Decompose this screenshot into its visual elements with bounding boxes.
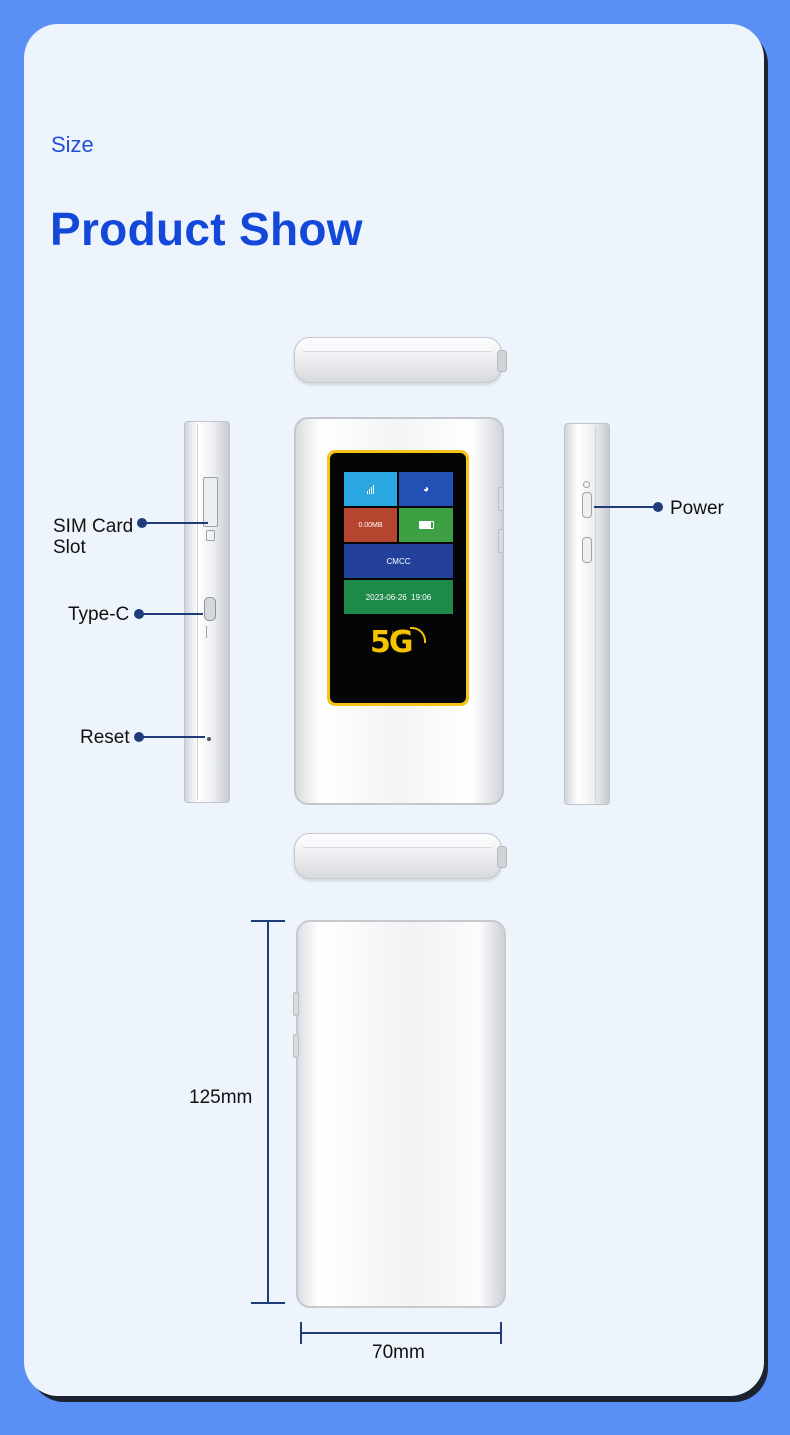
sim-label-line2: Slot (53, 537, 86, 558)
product-card: Size Product Show (24, 24, 764, 1396)
height-dim-line (267, 920, 269, 1304)
screen-frame: ◕ 0.00MB CMCC 2023-06-26 19:06 5G MEEFI (327, 450, 469, 706)
type-c-label: Type-C (68, 604, 130, 625)
datetime-tile: 2023-06-26 19:06 (344, 580, 453, 614)
device-front-view: ◕ 0.00MB CMCC 2023-06-26 19:06 5G MEEFI (294, 417, 504, 805)
page-title: Product Show (50, 203, 363, 255)
usb-icon (206, 626, 213, 638)
sim-card-slot-label: SIM Card Slot (53, 516, 133, 558)
signal-icon (367, 484, 374, 494)
back-side-button-lower (293, 1034, 299, 1058)
brand-label: MEEFI (392, 631, 408, 637)
width-dimension-label: 70mm (372, 1342, 425, 1363)
reset-callout-line (139, 736, 205, 738)
operator-name: CMCC (386, 556, 411, 566)
usb-c-port (204, 597, 216, 621)
signal-tile (344, 472, 397, 506)
power-button (582, 492, 592, 518)
device-bottom-view (294, 833, 507, 879)
data-usage-tile: 0.00MB (344, 508, 397, 542)
sim-label-line1: SIM Card (53, 516, 134, 537)
reset-label: Reset (80, 727, 130, 748)
height-dimension-label: 125mm (189, 1087, 253, 1108)
secondary-button (582, 537, 592, 563)
side-button-lower (498, 529, 504, 553)
device-screen: ◕ 0.00MB CMCC 2023-06-26 19:06 5G MEEFI (330, 453, 466, 703)
wifi-tile: ◕ (399, 472, 453, 506)
sim-slot (203, 477, 218, 527)
device-top-view (294, 337, 507, 383)
device-right-side-view (564, 423, 610, 805)
side-button-upper (498, 487, 504, 511)
reset-hole (207, 737, 211, 741)
battery-tile (399, 508, 453, 542)
section-label: Size (51, 132, 94, 157)
width-dim-line (300, 1332, 502, 1334)
datetime-value: 2023-06-26 19:06 (365, 592, 432, 602)
back-side-button-upper (293, 992, 299, 1016)
sim-icon (206, 530, 215, 541)
5g-logo-icon: 5G (370, 625, 413, 660)
data-usage-value: 0.00MB (358, 521, 383, 529)
battery-icon (418, 521, 434, 529)
width-dim-right-tick (500, 1322, 502, 1344)
power-icon (583, 481, 590, 488)
operator-tile: CMCC (344, 544, 453, 578)
device-back-view (293, 920, 506, 1308)
power-callout-line (594, 506, 658, 508)
device-left-side-view (184, 421, 230, 803)
power-callout-dot (653, 502, 663, 512)
sim-callout-line (142, 522, 208, 524)
signal-waves-icon (410, 627, 426, 643)
height-dim-bottom-tick (251, 1302, 285, 1304)
wifi-icon: ◕ (422, 483, 430, 495)
power-label: Power (670, 498, 724, 519)
typec-callout-line (139, 613, 203, 615)
